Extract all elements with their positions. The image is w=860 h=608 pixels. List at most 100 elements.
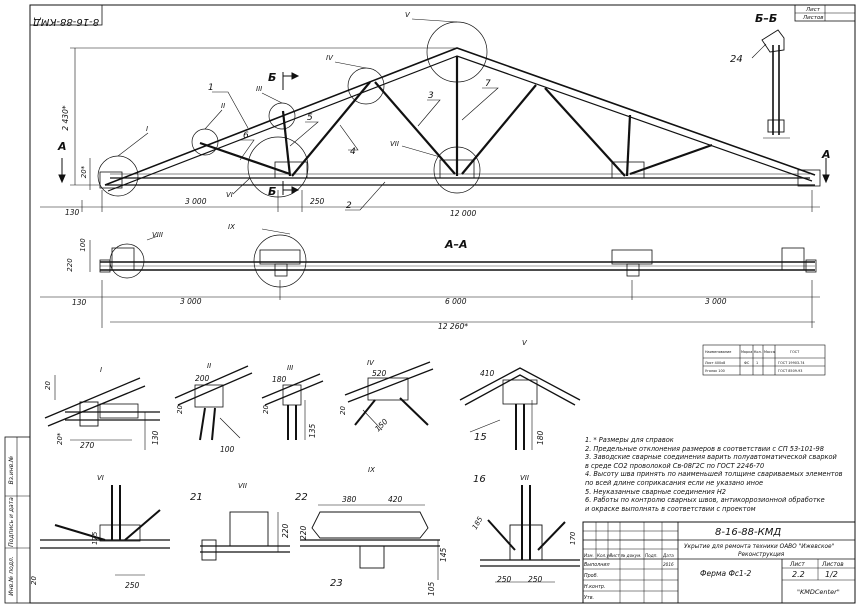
tb-author: "KMDCenter" (797, 588, 840, 596)
detail-ix-d4: 145 (439, 547, 448, 562)
dim-panel: 3 000 (185, 197, 207, 206)
detail-i-d2: 20* (56, 432, 64, 445)
detail-iii-title: III (287, 364, 293, 372)
detail-iv-title: IV (367, 359, 375, 367)
member-1: 1 (208, 83, 214, 93)
member-5: 5 (307, 113, 313, 123)
detail-vii-a (200, 511, 290, 561)
detail-ix-d2: 420 (388, 495, 403, 504)
detail-ix-p2: 23 (330, 578, 343, 589)
detail-vii-b-part: 16 (473, 474, 486, 485)
sheet-box-top-right: Лист Листов (794, 4, 856, 22)
plan-node-ix: IX (228, 223, 235, 231)
member-3: 3 (428, 91, 434, 101)
detail-vii-b-d1: 185 (471, 515, 485, 531)
spec-r0c0: Лист 400х8 (705, 361, 725, 365)
detail-i-d3: 270 (80, 441, 95, 450)
general-notes: 1. * Размеры для справок 2. Предельные о… (585, 436, 853, 513)
tb-col-3: № докум. (620, 553, 642, 558)
detail-vii-b-d2: 170 (569, 531, 577, 545)
side-stamp-1: Вз.инв.№ (8, 456, 15, 485)
detail-ii-title: II (207, 362, 211, 370)
tb-col-2: Лист (608, 553, 620, 558)
detail-ii (174, 365, 253, 441)
plan-view (99, 234, 817, 288)
detail-i-d1: 20 (44, 381, 52, 390)
tb-col-0: Изм. (584, 553, 594, 558)
note-6: 6. Работы по контролю сварных швов, анти… (585, 496, 825, 505)
detail-i-d4: 130 (151, 430, 160, 445)
plan-dim-h2: 220 (66, 258, 74, 272)
detail-iii-d3: 135 (308, 423, 317, 438)
plan-dim-p2: 6 000 (445, 297, 467, 306)
node-label-vii: VII (390, 140, 399, 148)
tb-stage: 2.2 (792, 570, 805, 579)
cut-b-bot: Б (268, 185, 276, 198)
plan-dim-p3: 3 000 (705, 297, 727, 306)
detail-v-title: V (522, 339, 528, 347)
cut-b-top: Б (268, 71, 276, 84)
note-3b: в среде СО2 проволокой Св-08Г2С по ГОСТ … (585, 461, 765, 470)
detail-ix-d1: 380 (342, 495, 357, 504)
tb-stage-label: Лист (789, 562, 805, 568)
section-bb-title: Б–Б (755, 12, 777, 25)
plan-dim-h1: 100 (79, 238, 87, 252)
spec-table-text: Наименование Марка Кол. Масса ГОСТ Лист … (705, 350, 805, 373)
detail-ix-label: IX (368, 466, 375, 474)
detail-vi-title: VI (97, 474, 104, 482)
detail-iii (261, 373, 324, 440)
plan-dim-total: 12 260* (438, 322, 468, 331)
tb-code: 8-16-88-КМД (715, 527, 781, 538)
detail-v (459, 367, 581, 450)
title-block (582, 521, 856, 604)
tb-project-2: Реконструкция (738, 552, 785, 558)
detail-vi-d2: 250 (125, 581, 140, 590)
note-4: 4. Высоту шва принять по наименьшей толщ… (585, 470, 843, 479)
spec-r1c0: Уголок 100 (705, 369, 725, 373)
tb-role-1: Проб. (584, 573, 598, 579)
section-cut-a (58, 158, 830, 184)
member-leaders (212, 87, 499, 211)
tb-role-2: Н.контр. (584, 584, 605, 590)
tb-drawing: Ферма Фс1-2 (700, 569, 752, 578)
tb-col-4: Подп. (645, 553, 658, 558)
detail-v-part: 15 (474, 432, 487, 443)
tb-col-1: Кол.уч (597, 553, 612, 558)
node-label-iii: III (256, 85, 262, 93)
tb-sheets: 1/2 (825, 570, 838, 579)
tb-role-0: Выполнил (584, 562, 610, 568)
detail-v-d2: 180 (536, 430, 545, 445)
side-stamp-2: Подпись и дата (8, 497, 15, 547)
plan-dimension-lines (40, 228, 820, 328)
section-bb-part: 24 (730, 54, 743, 65)
detail-vii-b-d3: 250 (497, 575, 512, 584)
spec-h4: ГОСТ (790, 350, 800, 354)
code-box-top-left: 8-16-88-КМД (29, 4, 103, 27)
tb-col-5: Дата (662, 553, 674, 558)
node-label-ii: II (221, 102, 225, 110)
detail-v-d1: 410 (480, 369, 495, 378)
dim-support: 20* (80, 165, 88, 178)
spec-r1c4: ГОСТ 8509-93 (778, 369, 802, 373)
tb-sheets-label: Листов (821, 562, 844, 568)
detail-ix (300, 504, 440, 580)
detail-ii-d3: 100 (220, 445, 235, 454)
spec-h0: Наименование (705, 350, 731, 354)
detail-iv-d3: 150 (373, 417, 390, 434)
detail-ix-d5: 105 (427, 581, 436, 596)
detail-iv-d1: 520 (372, 369, 387, 378)
truss-dimension-lines (40, 47, 820, 212)
detail-vi (40, 485, 170, 576)
section-bb-view (751, 29, 790, 139)
detail-ix-p1: 22 (295, 492, 308, 503)
tb-role-3: Утв. (584, 595, 594, 601)
dim-small: 250 (310, 197, 325, 206)
note-4b: по всей длине соприкасания если не указа… (585, 478, 764, 487)
detail-ii-d1: 200 (195, 374, 210, 383)
node-label-i: I (146, 125, 148, 133)
node-label-v: V (405, 11, 411, 19)
spec-h2: Кол. (754, 350, 762, 354)
detail-ix-d3: 220 (299, 525, 308, 540)
spec-table (702, 344, 826, 376)
